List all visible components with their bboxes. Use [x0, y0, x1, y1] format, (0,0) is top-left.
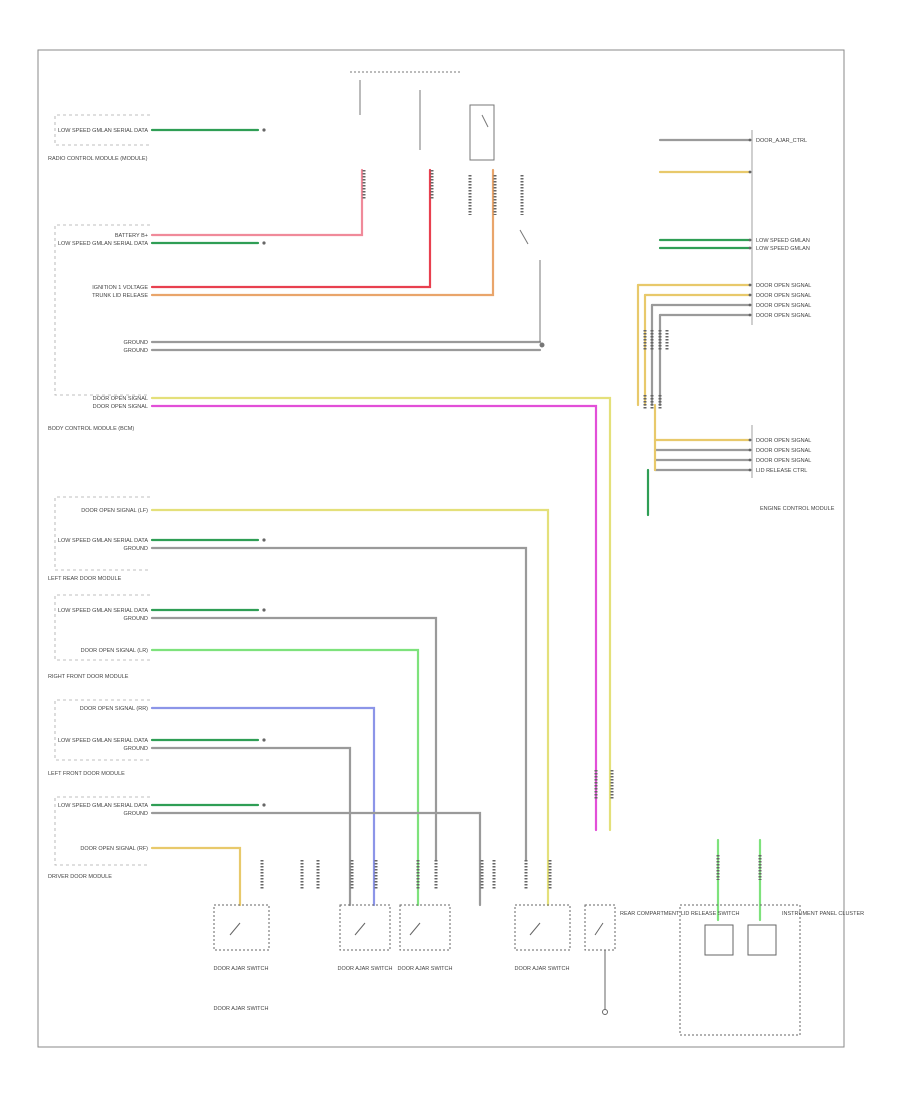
wire-battery-b-plus [150, 168, 364, 237]
label-15: DOOR OPEN SIGNAL (RR) [80, 706, 148, 712]
pin-markers [262, 128, 752, 807]
label-1: BATTERY B+ [115, 233, 148, 239]
label-17: GROUND [124, 746, 148, 752]
right-label-3: DOOR OPEN SIGNAL [756, 283, 811, 289]
right-label-0: DOOR_AJAR_CTRL [756, 138, 807, 144]
label-4: TRUNK LID RELEASE [92, 293, 148, 299]
module-label-4: LEFT FRONT DOOR MODULE [48, 771, 125, 777]
label-10: LOW SPEED GMLAN SERIAL DATA [58, 538, 148, 544]
wire-ground-lf [150, 746, 352, 907]
module-label-7: ENGINE CONTROL MODULE [760, 506, 835, 512]
connector-stubs [260, 170, 762, 890]
switch-labels: DOOR AJAR SWITCH DOOR AJAR SWITCH DOOR A… [213, 966, 569, 1012]
right-label-4: DOOR OPEN SIGNAL [756, 293, 811, 299]
wire-door-lr [150, 648, 420, 907]
right-label-2: LOW SPEED GMLAN [756, 246, 810, 252]
label-13: GROUND [124, 616, 148, 622]
left-connector-labels: LOW SPEED GMLAN SERIAL DATA BATTERY B+ L… [58, 128, 148, 852]
right-labels: DOOR_AJAR_CTRL LOW SPEED GMLAN LOW SPEED… [756, 138, 811, 474]
wire-door-rf [150, 846, 242, 907]
label-0: LOW SPEED GMLAN SERIAL DATA [58, 128, 148, 134]
right-label-1: LOW SPEED GMLAN [756, 238, 810, 244]
right-label-5: DOOR OPEN SIGNAL [756, 303, 811, 309]
label-6: GROUND [124, 348, 148, 354]
label-12: LOW SPEED GMLAN SERIAL DATA [58, 608, 148, 614]
right-label-6: DOOR OPEN SIGNAL [756, 313, 811, 319]
switch-label-2: DOOR AJAR SWITCH [397, 966, 452, 972]
module-label-2: LEFT REAR DOOR MODULE [48, 576, 122, 582]
module-label-3: RIGHT FRONT DOOR MODULE [48, 674, 129, 680]
right-label-8: DOOR OPEN SIGNAL [756, 448, 811, 454]
switch-label-4: DOOR AJAR SWITCH [213, 1006, 268, 1012]
wires [150, 128, 762, 922]
label-11: GROUND [124, 546, 148, 552]
wire-trunk-release [150, 168, 495, 297]
label-2: LOW SPEED GMLAN SERIAL DATA [58, 241, 148, 247]
switch-label-1: DOOR AJAR SWITCH [337, 966, 392, 972]
label-5: GROUND [124, 340, 148, 346]
label-7: DOOR OPEN SIGNAL [93, 396, 148, 402]
wire-ground-rf [150, 616, 438, 862]
top-relays [350, 71, 545, 348]
label-9: DOOR OPEN SIGNAL (LF) [81, 508, 148, 514]
label-18: LOW SPEED GMLAN SERIAL DATA [58, 803, 148, 809]
module-label-5: DRIVER DOOR MODULE [48, 874, 112, 880]
right-label-10: LID RELEASE CTRL [756, 468, 807, 474]
label-16: LOW SPEED GMLAN SERIAL DATA [58, 738, 148, 744]
label-20: DOOR OPEN SIGNAL (RF) [80, 846, 148, 852]
right-label-9: DOOR OPEN SIGNAL [756, 458, 811, 464]
wire-door-open-magenta [150, 404, 598, 832]
wire-ground-driver [150, 811, 482, 907]
wire-door-rr [150, 706, 376, 907]
switch-label-0: DOOR AJAR SWITCH [213, 966, 268, 972]
diagram-frame [37, 49, 845, 1048]
label-14: DOOR OPEN SIGNAL (LR) [81, 648, 149, 654]
right-label-7: DOOR OPEN SIGNAL [756, 438, 811, 444]
module-label-8: REAR COMPARTMENT LID RELEASE SWITCH [620, 911, 740, 917]
label-19: GROUND [124, 811, 148, 817]
wire-ignition [150, 168, 432, 289]
wire-ground-lr [150, 546, 528, 862]
wire-door-open-yellow [150, 396, 612, 832]
module-labels: RADIO CONTROL MODULE (MODULE) BODY CONTR… [48, 156, 864, 917]
module-label-1: BODY CONTROL MODULE (BCM) [48, 426, 134, 432]
label-3: IGNITION 1 VOLTAGE [92, 285, 148, 291]
module-label-0: RADIO CONTROL MODULE (MODULE) [48, 156, 148, 162]
wire-door-lf [150, 508, 550, 907]
door-switches [213, 904, 801, 1036]
module-label-6: INSTRUMENT PANEL CLUSTER [782, 911, 864, 917]
left-module-brackets [54, 114, 150, 866]
switch-label-3: DOOR AJAR SWITCH [514, 966, 569, 972]
label-8: DOOR OPEN SIGNAL [93, 404, 148, 410]
